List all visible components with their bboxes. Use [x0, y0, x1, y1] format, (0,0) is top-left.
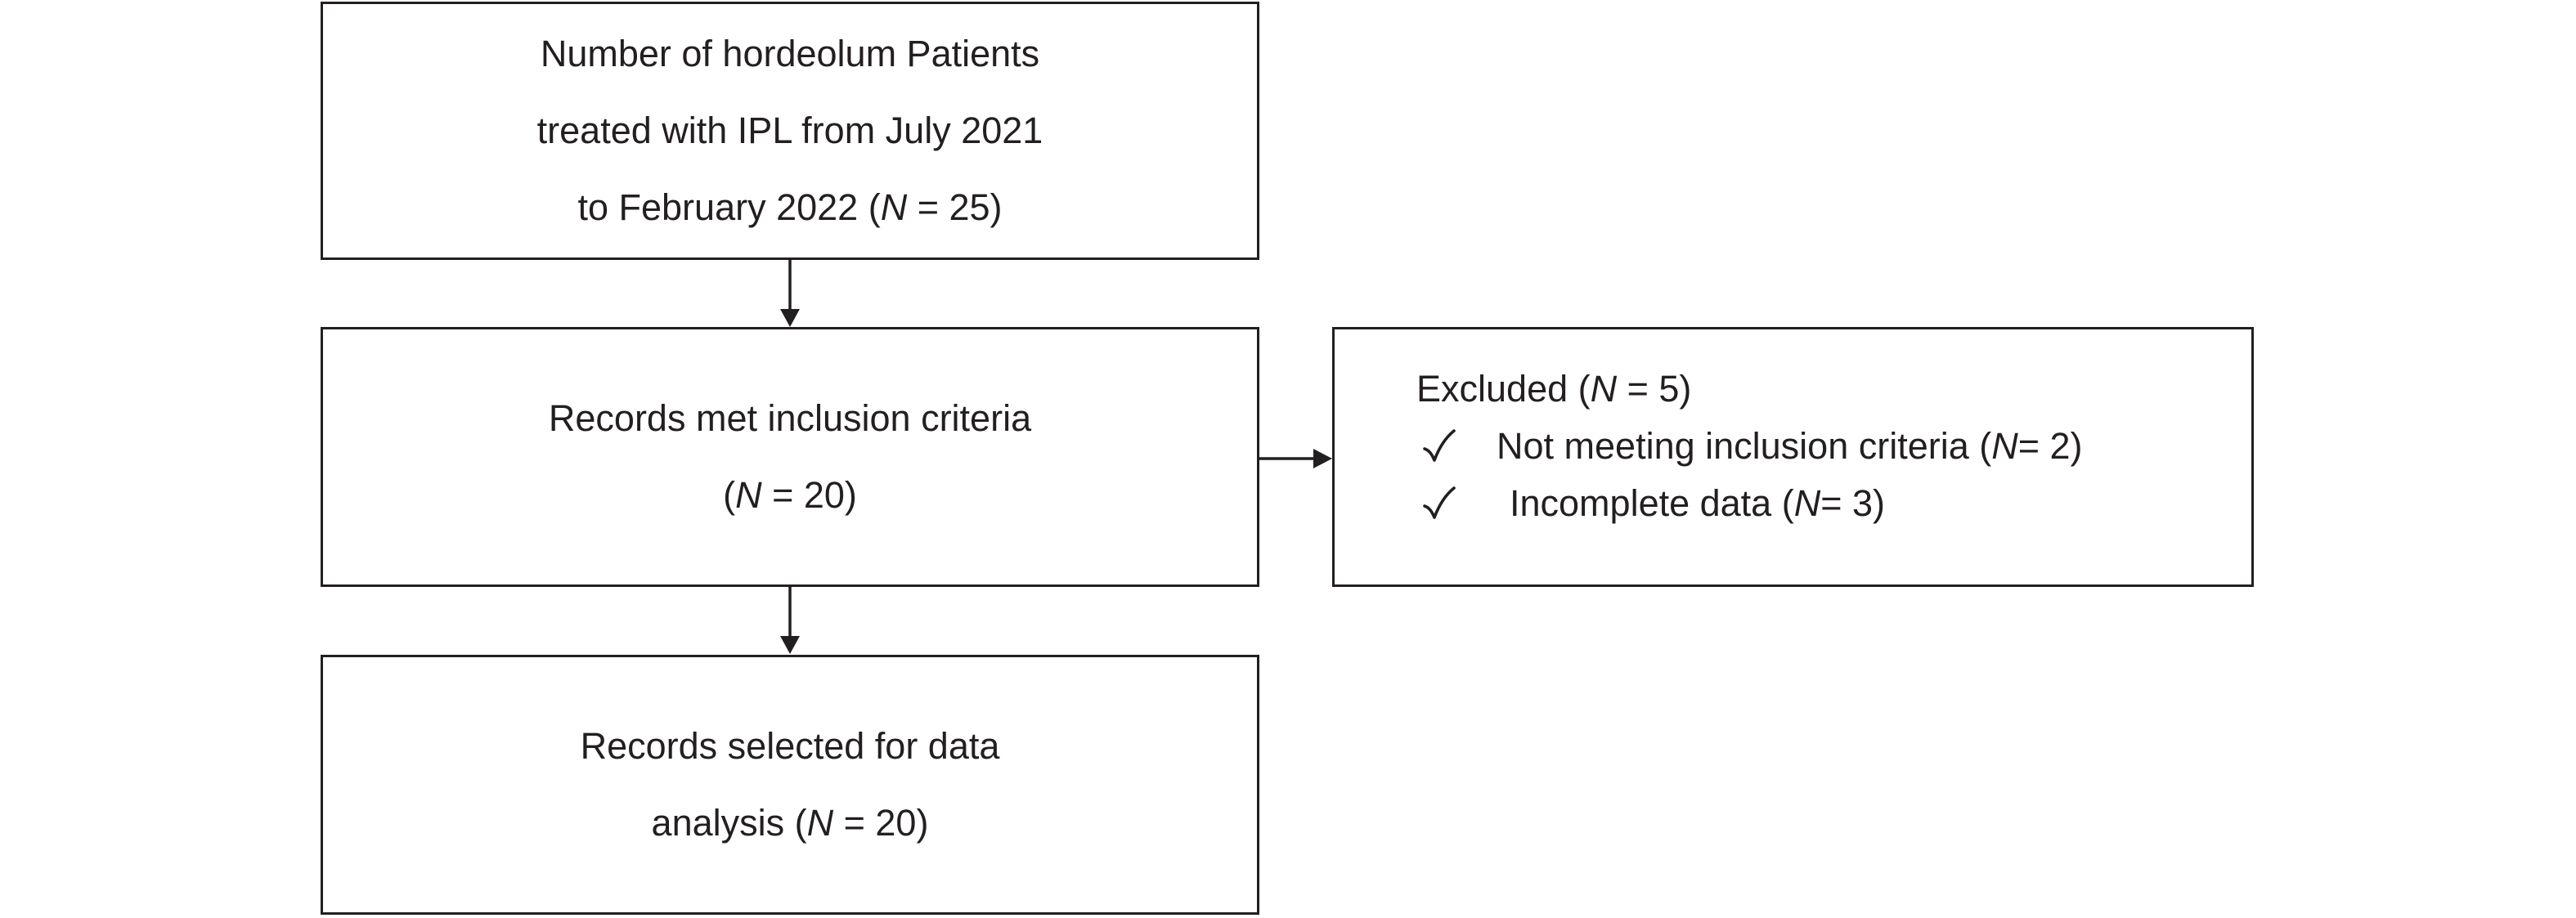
node-included-line-2: (N = 20)	[723, 457, 857, 534]
excluded-title-prefix: Excluded (	[1416, 368, 1591, 410]
n-symbol: N	[1590, 368, 1618, 410]
check-icon	[1423, 486, 1456, 519]
excluded-reason-suffix: = 2)	[2017, 425, 2083, 467]
arrow-included-to-excluded	[1259, 449, 1332, 468]
excluded-reason-suffix: = 3)	[1820, 482, 1885, 524]
node-selected-line-2-prefix: analysis (	[651, 802, 807, 844]
node-included-line-1: Records met inclusion criteria	[548, 397, 1032, 439]
check-icon	[1423, 429, 1456, 462]
node-included-line-2-prefix: (	[723, 474, 736, 516]
node-excluded: Excluded (N = 5) Not meeting inclusion c…	[1332, 327, 2254, 587]
excluded-title: Excluded (N = 5)	[1416, 360, 2083, 418]
n-symbol: N	[1793, 482, 1821, 524]
node-included-line-2-suffix: = 20)	[761, 474, 857, 516]
node-total-line-3-prefix: to February 2022 (	[577, 186, 881, 228]
node-total-line-1: Number of hordeolum Patients	[540, 33, 1040, 74]
node-total-line-3: to February 2022 (N = 25)	[577, 169, 1002, 246]
node-records-selected: Records selected for data analysis (N = …	[321, 655, 1259, 915]
excluded-reason-prefix: Not meeting inclusion criteria (	[1497, 425, 1992, 467]
excluded-title-suffix: = 5)	[1617, 368, 1692, 410]
node-total-line-3-suffix: = 25)	[907, 186, 1003, 228]
node-records-included: Records met inclusion criteria (N = 20)	[321, 327, 1259, 587]
n-symbol: N	[880, 186, 908, 228]
n-symbol: N	[735, 474, 762, 516]
excluded-reason-item: Not meeting inclusion criteria (N = 2)	[1416, 418, 2083, 475]
node-total-patients: Number of hordeolum Patients treated wit…	[321, 2, 1259, 260]
n-symbol: N	[1991, 425, 2018, 467]
excluded-reason-prefix: Incomplete data (	[1510, 482, 1794, 524]
arrow-total-to-included	[780, 260, 800, 327]
node-selected-line-2: analysis (N = 20)	[652, 785, 929, 862]
excluded-reason-item: Incomplete data (N = 3)	[1416, 475, 2083, 532]
excluded-content: Excluded (N = 5) Not meeting inclusion c…	[1416, 360, 2083, 532]
node-selected-line-2-suffix: = 20)	[833, 802, 929, 844]
node-selected-line-1: Records selected for data	[580, 725, 1000, 767]
node-total-line-2: treated with IPL from July 2021	[536, 110, 1043, 151]
n-symbol: N	[806, 802, 834, 844]
arrow-included-to-selected	[780, 587, 800, 654]
